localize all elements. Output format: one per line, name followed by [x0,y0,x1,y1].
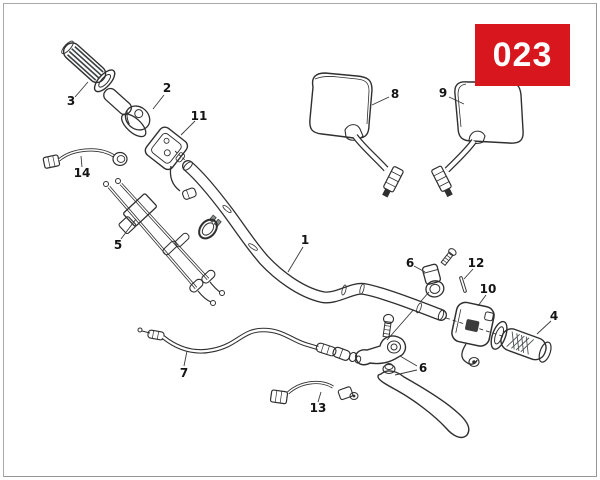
wiring-lead-right [269,380,359,405]
right-switch-housing [451,301,495,368]
callout-6a-lever-holder-clamp: 6 [405,256,415,270]
handlebar [182,160,447,321]
callout-10-right-switch-housing: 10 [479,282,497,296]
clutch-lever-assembly [355,313,470,439]
throttle-cables [103,178,225,306]
callout-2-throttle-twist-tube: 2 [162,81,172,95]
lever-holder-clamp [421,248,457,298]
callout-6b-clutch-lever: 6 [418,361,428,375]
bar-clamp-ring [198,214,222,240]
callout-13-wiring-lead-right: 13 [309,401,327,415]
right-handgrip [490,320,552,363]
callout-7-clutch-cable: 7 [179,366,189,380]
callout-5-throttle-cables: 5 [113,238,123,252]
left-switch-housing [144,126,197,200]
clutch-cable [137,327,362,364]
pin [459,276,467,293]
callout-14-wiring-lead-left: 14 [73,166,91,180]
left-handgrip [61,40,116,93]
throttle-twist-tube [103,87,151,138]
callout-12-pin: 12 [467,256,485,270]
callout-11-left-switch-housing: 11 [190,109,208,123]
perch-bolt [382,313,395,338]
callout-1-handlebar: 1 [300,233,310,247]
left-mirror [309,72,404,198]
callout-8-left-rearview-mirror: 8 [390,87,400,101]
right-mirror [431,81,524,198]
callout-4-right-handgrip: 4 [549,309,559,323]
callout-9-right-rearview-mirror: 9 [438,86,448,100]
callout-3-left-handgrip: 3 [66,94,76,108]
page-number-badge: 023 [475,24,570,86]
wiring-lead-left [42,148,128,169]
